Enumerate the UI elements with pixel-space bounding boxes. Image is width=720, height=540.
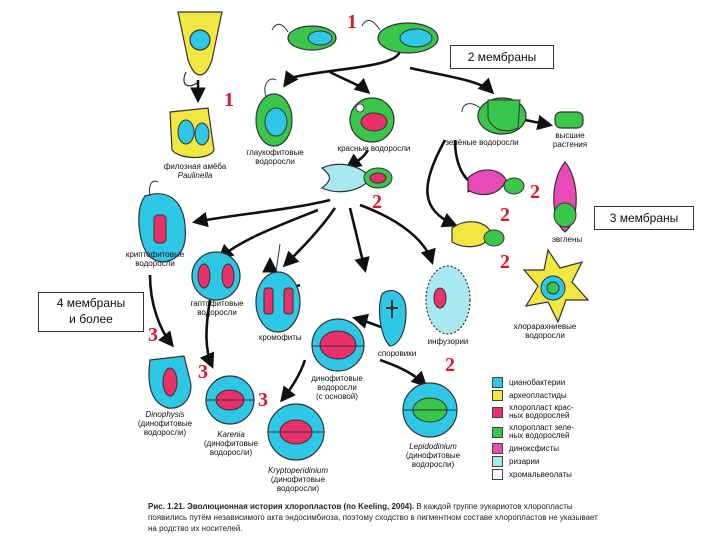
- karenia-cell: [205, 375, 255, 425]
- glaucophyte-cell: [255, 78, 293, 147]
- legend-item: хромальвеолаты: [492, 468, 584, 481]
- step-number: 2: [372, 191, 382, 213]
- label-chromophytes: хромофиты: [258, 333, 302, 342]
- higher-plant-cell: [554, 111, 584, 129]
- yellow-engulfing-cell: [451, 221, 505, 248]
- arrow-red2-to-crypto: [191, 198, 331, 228]
- dinoflagellate-cell: [311, 318, 365, 372]
- arrow-red2-to-spor: [348, 207, 370, 274]
- four-membranes-subtext: и более: [69, 312, 113, 326]
- step-number: 2: [445, 354, 455, 376]
- primary-plastid-cell: [361, 20, 439, 54]
- legend-swatch: [492, 377, 503, 388]
- two-membranes-badge: 2 мембраны: [450, 45, 554, 69]
- label-higher-plants: высшие растения: [552, 131, 588, 149]
- legend-item: цианобактерии: [492, 376, 584, 389]
- red-secondary-cell: [320, 163, 393, 193]
- step-number: 1: [347, 11, 357, 33]
- three-membranes-text: 3 мембраны: [609, 211, 679, 225]
- step-number: 3: [258, 389, 268, 411]
- label-dinoflagellates: динофитовые водоросли (с основой): [311, 374, 363, 401]
- label-ciliates: инфузории: [427, 337, 469, 346]
- label-glaucophytes: глаукофитовые водоросли: [246, 148, 304, 166]
- legend-swatch: [492, 456, 503, 467]
- arrow-to-red: [329, 70, 371, 95]
- step-number: 2: [500, 251, 510, 273]
- three-membranes-badge: 3 мембраны: [594, 206, 694, 230]
- cryptophyte-cell: [138, 180, 187, 263]
- green-alga-cell: [461, 97, 527, 135]
- four-membranes-text: 4 мембраны: [56, 296, 126, 310]
- figure-caption: Рис. 1.21. Эволюционная история хлоропла…: [148, 501, 598, 534]
- legend-item: хлоропласт зеле- ных водорослей: [492, 422, 584, 442]
- caption-text: В каждой группе эукариотов хлоропласты п…: [148, 502, 598, 533]
- yellow-host-cell: [177, 11, 223, 87]
- arrow-red2-to-chromo: [282, 207, 337, 268]
- label-sporozoans: споровики: [377, 349, 417, 358]
- legend-item: хлоропласт крас- ных водорослей: [492, 402, 584, 422]
- sporozoan-cell: [378, 290, 407, 347]
- legend-item: диноксфисты: [492, 442, 584, 455]
- lepidodinium-cell: [402, 382, 458, 438]
- label-lepidodinium: Lepidodinium (динофитовые водоросли): [405, 442, 461, 469]
- magenta-engulfing-cell: [467, 169, 525, 196]
- legend-swatch: [492, 390, 503, 401]
- arrow-red2-to-infus: [359, 203, 436, 265]
- caption-title: Рис. 1.21. Эволюционная история хлоропла…: [148, 502, 415, 511]
- step-number: 3: [198, 361, 208, 383]
- label-red-algae: красные водоросли: [337, 144, 411, 153]
- step-number: 1: [224, 89, 234, 111]
- label-euglena: эвглены: [551, 235, 583, 244]
- legend-item: археопластиды: [492, 389, 584, 402]
- arrow-to-green: [409, 66, 495, 95]
- four-membranes-badge: 4 мембраны и более: [38, 292, 144, 332]
- arrow-primary-split: [283, 49, 402, 88]
- cyanobacterium-cell: [271, 23, 337, 51]
- legend-swatch: [492, 426, 503, 438]
- arrow-crypto-to-dinophysis: [148, 274, 174, 348]
- two-membranes-text: 2 мембраны: [467, 50, 537, 64]
- label-karenia: Karenia (динофитовые водоросли): [203, 430, 259, 457]
- step-number: 3: [148, 324, 158, 346]
- label-green-algae: зелёные водоросли: [445, 138, 519, 147]
- step-number: 2: [530, 181, 540, 203]
- arrow-red2-to-hapto: [217, 208, 319, 261]
- kryptoperidinium-cell: [267, 403, 325, 461]
- chromophyte-cell: [255, 243, 301, 333]
- label-cryptophytes: криптофитовые водоросли: [125, 250, 185, 268]
- legend: цианобактерии археопластиды хлоропласт к…: [492, 376, 584, 481]
- euglena-cell: [553, 161, 577, 233]
- label-chlorarachniophytes: хлорарахниевые водоросли: [513, 322, 577, 340]
- legend-item: ризарии: [492, 455, 584, 468]
- arrows: [148, 49, 554, 403]
- haptophyte-cell: [191, 251, 241, 301]
- arrow-hapto-to-karenia: [199, 299, 215, 369]
- paulinella-amoeba: [169, 107, 215, 159]
- label-kryptoperidinium: Kryptoperidinium (динофитовые водоросли): [267, 466, 329, 493]
- legend-swatch: [492, 443, 503, 454]
- label-dinophysis: Dinophysis (динофитовые водоросли): [137, 410, 193, 437]
- step-number: 2: [500, 204, 510, 226]
- arrow-dino-to-krypto: [280, 359, 307, 403]
- arrow-green-to-chlorarach: [426, 139, 458, 228]
- ciliate-cell: [425, 265, 471, 335]
- label-paulinella: филозная амёба Paulinella: [163, 162, 227, 180]
- red-alga-cell: [349, 97, 395, 143]
- arrow-green-to-higher: [524, 114, 554, 131]
- legend-swatch: [492, 469, 503, 480]
- chlorarachniophyte-cell: [522, 248, 590, 324]
- label-haptophytes: гаптофитовые водоросли: [190, 299, 244, 317]
- dinophysis-cell: [148, 355, 192, 409]
- legend-swatch: [492, 406, 503, 418]
- arrow-dino-to-lepido: [379, 358, 428, 388]
